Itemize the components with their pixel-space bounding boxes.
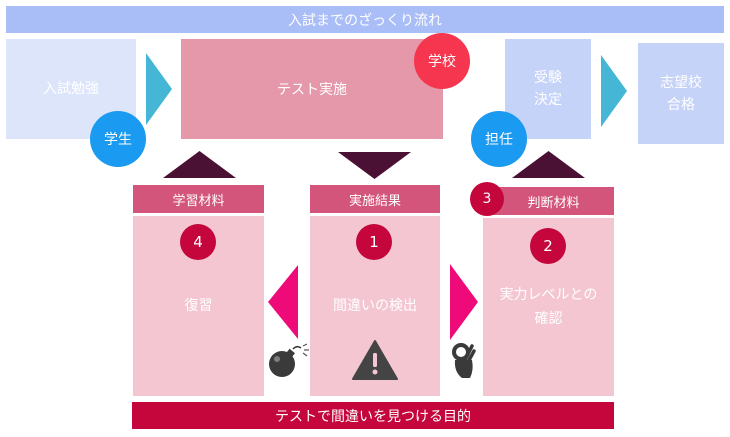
triangle-up-left-icon	[163, 151, 236, 178]
bomb-icon	[269, 343, 309, 377]
diagram-title: 入試までのざっくり流れ	[6, 6, 724, 33]
step-box-test: テスト実施	[181, 39, 443, 139]
step-box-exam-study: 入試勉強	[6, 39, 136, 139]
step-label-pass-line1: 志望校	[660, 74, 702, 91]
arrow-right-icon	[601, 55, 627, 127]
triangle-up-right-icon	[512, 151, 585, 178]
step-number-1: 1	[356, 224, 392, 260]
ok-hand-icon	[452, 343, 476, 378]
badge-school: 学校	[414, 33, 470, 89]
badge-teacher-label: 担任	[485, 132, 513, 148]
step-label-decision-line1: 受験	[534, 70, 562, 86]
column-body-level-check-line2: 確認	[534, 311, 563, 327]
column-header-judgment-material: 判断材料	[483, 187, 614, 215]
purpose-banner: テストで間違いを見つける目的	[132, 402, 614, 429]
column-body-review-label: 復習	[184, 298, 213, 314]
step-label-test: テスト実施	[277, 82, 347, 98]
column-header-study-material: 学習材料	[133, 185, 264, 213]
arrow-right-icon	[146, 53, 172, 125]
warning-icon	[352, 340, 398, 380]
step-label-decision-line2: 決定	[534, 92, 562, 108]
column-body-error-detection-label: 間違いの検出	[333, 298, 417, 314]
step-number-4: 4	[180, 224, 216, 260]
step-number-2: 2	[530, 228, 566, 264]
column-header-study-material-label: 学習材料	[172, 193, 225, 209]
column-header-results: 実施結果	[310, 185, 440, 213]
step-label-exam-study: 入試勉強	[43, 81, 99, 97]
column-header-results-label: 実施結果	[348, 193, 401, 209]
column-header-judgment-material-label: 判断材料	[527, 195, 580, 211]
arrow-left-icon	[268, 265, 298, 339]
step-label-pass-line2: 合格	[667, 96, 695, 113]
arrow-right-magenta-icon	[450, 264, 478, 340]
step-number-4-label: 4	[193, 233, 203, 251]
step-number-3-label: 3	[482, 191, 492, 207]
step-number-2-label: 2	[543, 237, 553, 255]
badge-student: 学生	[90, 111, 146, 167]
step-number-3: 3	[470, 182, 504, 216]
step-number-1-label: 1	[369, 233, 379, 251]
badge-school-label: 学校	[428, 54, 456, 70]
column-body-level-check-line1: 実力レベルとの	[499, 287, 598, 303]
badge-teacher: 担任	[471, 111, 527, 167]
step-box-pass: 志望校 合格	[638, 43, 724, 144]
badge-student-label: 学生	[104, 132, 132, 148]
triangle-down-middle-icon	[338, 152, 411, 179]
